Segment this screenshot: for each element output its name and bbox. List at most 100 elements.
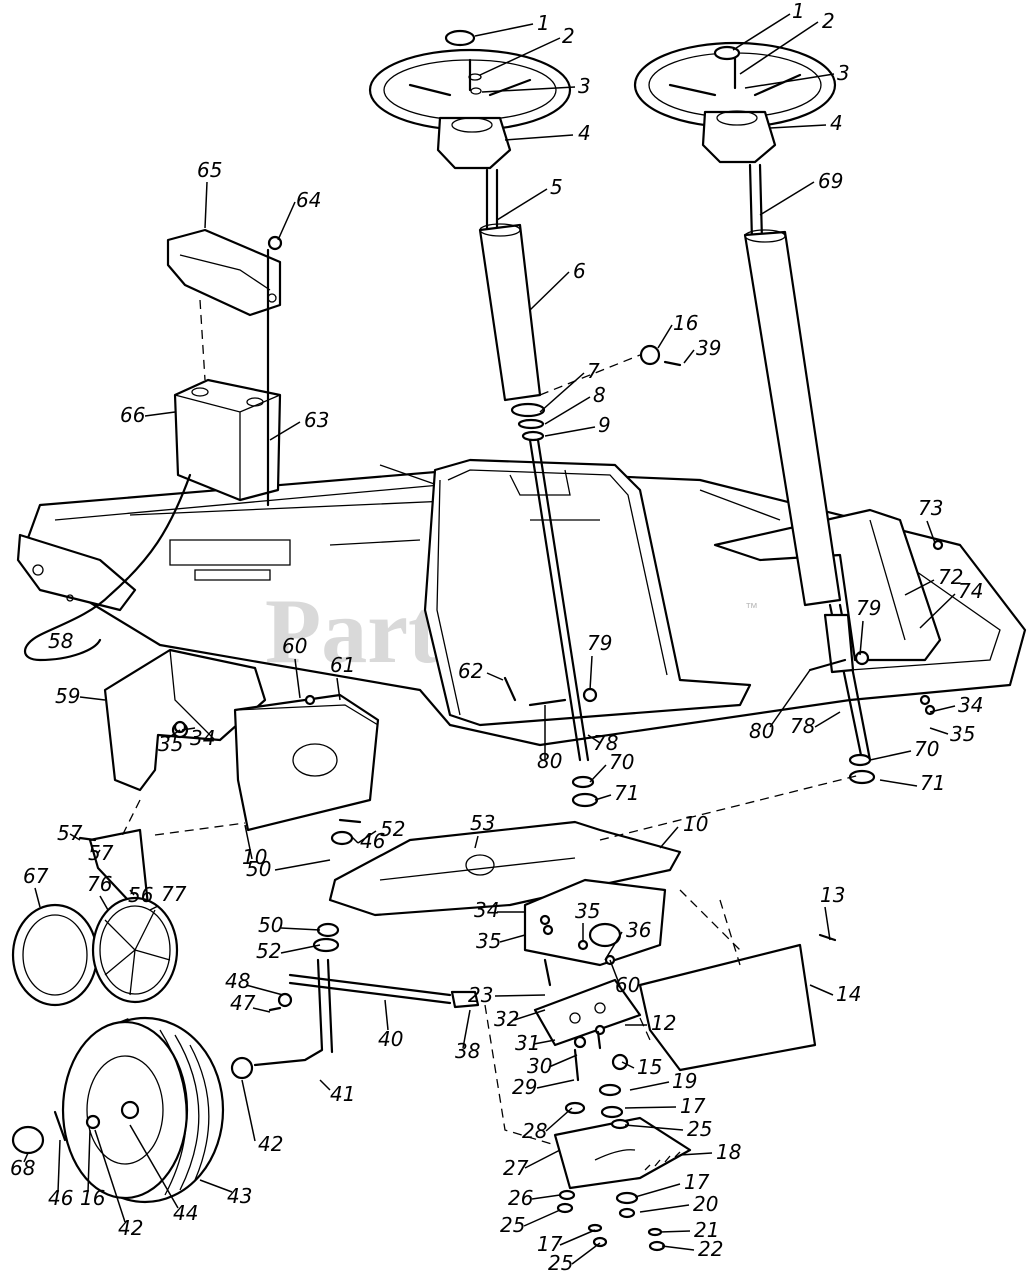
callout-leader (744, 73, 835, 89)
callout-leader (87, 1129, 91, 1193)
callout-number: 5 (550, 175, 563, 199)
callout-leader (604, 931, 623, 961)
callout-leader (587, 734, 601, 744)
callout-number: 3 (578, 74, 591, 98)
callout-number: 19 (672, 1069, 697, 1093)
callout-number: 43 (227, 1184, 252, 1208)
callout-number: 31 (515, 1031, 540, 1055)
callout-leader (639, 1204, 690, 1213)
callout-number: 21 (694, 1218, 719, 1242)
callout-leader (548, 1054, 578, 1068)
callout-leader (479, 37, 561, 76)
steering-shaft-left (478, 168, 590, 762)
callout-leader (97, 849, 101, 854)
callout-leader (294, 658, 301, 699)
callout-leader (824, 906, 831, 941)
wheel-cover (91, 896, 179, 1004)
callout-leader (181, 727, 196, 731)
callout-leader (679, 1152, 713, 1156)
callout-number: 79 (856, 596, 881, 620)
callout-leader (69, 833, 81, 841)
spindle-bushing (230, 1056, 254, 1080)
callout-number: 2 (822, 9, 835, 33)
callout-leader (245, 984, 284, 996)
battery (173, 378, 282, 502)
callout-leader (769, 669, 811, 728)
callout-number: 80 (537, 749, 562, 773)
callout-leader (661, 1245, 695, 1251)
callout-leader (494, 994, 546, 997)
callout-leader (531, 1194, 561, 1200)
callout-number: 1 (792, 0, 805, 23)
callout-number: 44 (173, 1201, 198, 1225)
callout-leader (199, 1179, 233, 1193)
callout-leader (523, 1209, 561, 1227)
callout-leader (559, 1229, 596, 1246)
battery-hold-down (166, 228, 282, 317)
callout-leader (481, 86, 576, 93)
callout-leader (732, 13, 791, 51)
callout-number: 16 (673, 311, 698, 335)
callout-number: 72 (938, 565, 963, 589)
callout-leader (589, 764, 607, 783)
callout-number: 34 (190, 726, 215, 750)
callout-number: 8 (593, 383, 606, 407)
callout-leader (919, 593, 956, 629)
callout-number: 27 (503, 1156, 529, 1180)
callout-leader (99, 895, 109, 911)
callout-number: 76 (87, 872, 112, 896)
callout-number: 7 (587, 359, 600, 383)
callout-leader (624, 1124, 684, 1131)
callout-number: 68 (10, 1156, 35, 1180)
callout-leader (759, 181, 815, 216)
callout-number: 78 (790, 714, 815, 738)
callout-number: 60 (615, 973, 640, 997)
callout-number: 60 (282, 634, 307, 658)
callout-leader (204, 181, 208, 229)
callout-leader (474, 835, 479, 849)
callout-leader (571, 1242, 601, 1265)
callout-number: 66 (120, 403, 145, 427)
callout-number: 39 (696, 336, 721, 360)
callout-leader (34, 887, 41, 908)
drag-link (288, 973, 452, 1005)
callout-leader (384, 999, 389, 1031)
callout-leader (252, 1007, 271, 1013)
callout-leader (609, 959, 621, 987)
callout-number: 80 (749, 719, 774, 743)
assembly-line-9 (719, 899, 741, 966)
console-alt (713, 508, 942, 662)
callout-leader (659, 1230, 691, 1233)
callout-number: 25 (500, 1213, 525, 1237)
callout-number: 18 (716, 1140, 741, 1164)
callout-number: 40 (378, 1027, 403, 1051)
callout-number: 17 (684, 1170, 710, 1194)
callout-leader (504, 134, 574, 141)
callout-number: 52 (256, 939, 281, 963)
callout-number: 64 (296, 188, 321, 212)
callout-leader (524, 1149, 561, 1169)
callout-number: 6 (573, 259, 586, 283)
callout-number: 28 (522, 1119, 547, 1143)
callout-number: 16 (80, 1186, 105, 1210)
callout-number: 52 (380, 817, 405, 841)
callout-leader (621, 1061, 635, 1069)
steering-shaft-right (743, 163, 872, 762)
callout-number: 67 (23, 864, 49, 888)
callout-number: 35 (158, 732, 183, 756)
callout-number: 13 (820, 883, 845, 907)
callout-number: 35 (476, 929, 501, 953)
callout-leader (486, 672, 504, 681)
callout-leader (929, 705, 956, 713)
callout-number: 23 (468, 983, 493, 1007)
callout-leader (499, 934, 526, 943)
assembly-line-2 (539, 354, 641, 396)
callout-number: 25 (687, 1117, 712, 1141)
callout-number: 35 (950, 722, 975, 746)
callout-leader (129, 889, 135, 896)
spindle-left (253, 958, 334, 1067)
callout-leader (280, 927, 321, 931)
callout-number: 20 (693, 1192, 718, 1216)
callout-number: 70 (609, 750, 634, 774)
callout-number: 79 (587, 631, 612, 655)
